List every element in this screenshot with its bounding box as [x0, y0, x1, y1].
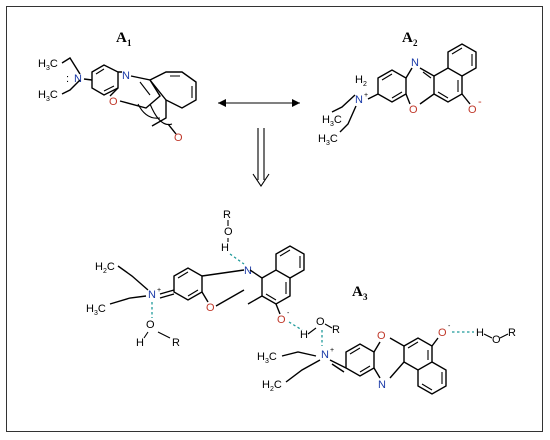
- a3-r-top: R: [223, 209, 231, 221]
- equilibrium-arrow: [218, 99, 300, 107]
- a3-r-bridge: R: [332, 324, 340, 336]
- figure-frame: [6, 6, 543, 432]
- a3-o-top: O: [224, 226, 233, 238]
- a3-r-right: R: [508, 327, 516, 339]
- a1-carbonyl-o: O: [174, 132, 183, 144]
- a3-h2c-lower: H2C: [262, 379, 282, 393]
- a2-phenolate-o: O: [468, 104, 477, 116]
- structure-a1: A 1 H3C H3C : N N O O: [38, 30, 197, 144]
- a3-n-charge-upper: +: [157, 287, 161, 294]
- a3-h-left: H: [136, 337, 144, 349]
- a2-n-charge: +: [364, 92, 368, 99]
- a2-ring-o: O: [409, 104, 418, 116]
- a3-h-right: H: [476, 327, 484, 339]
- a2-h3c-top: H3C: [322, 114, 342, 128]
- label-a3: A: [352, 284, 363, 300]
- a1-lone-pair: :: [66, 73, 69, 85]
- a1-ring-o: O: [109, 96, 118, 108]
- a1-amine-n: N: [74, 73, 82, 85]
- a3-ring-o-lower: O: [377, 330, 386, 342]
- label-a1-sub: 1: [127, 38, 132, 48]
- a3-h-top: H: [221, 242, 229, 254]
- a3-phenolate-o-upper: O: [277, 314, 286, 326]
- a3-o-charge-lower: -: [448, 323, 451, 330]
- a3-ring-n-upper: N: [244, 265, 252, 277]
- a3-phenolate-o-lower: O: [438, 327, 447, 339]
- a3-ring-o-upper: O: [206, 302, 215, 314]
- a1-h3c-top: H3C: [38, 58, 58, 72]
- structure-a3: A 3 R O H N H2C H3C N + O H R O O: [86, 209, 516, 395]
- a3-h3c-lower: H3C: [257, 351, 277, 365]
- a3-r-left: R: [172, 337, 180, 349]
- a3-o-charge-upper: -: [287, 310, 290, 317]
- structure-a2: A 2 H2 N + H3C H3C N O O -: [318, 30, 482, 147]
- a1-h3c-bottom: H3C: [38, 89, 58, 103]
- a2-ring-n: N: [411, 57, 419, 69]
- a1-ring-n: N: [122, 70, 130, 82]
- a3-ring-n-lower: N: [378, 379, 386, 391]
- a3-h-bridge: H: [300, 329, 308, 341]
- a2-h3c-bottom: H3C: [318, 133, 338, 147]
- a2-h2-label: H2: [355, 74, 367, 88]
- a3-o-bridge: O: [316, 316, 325, 328]
- a3-n-charge-lower: +: [330, 347, 334, 354]
- a3-amine-n-lower: N: [321, 349, 329, 361]
- a3-h2c-upper: H2C: [95, 261, 115, 275]
- down-arrow: [252, 128, 270, 187]
- label-a2-sub: 2: [413, 38, 418, 48]
- label-a1: A: [116, 30, 127, 46]
- a2-amine-n: N: [355, 94, 363, 106]
- label-a2: A: [402, 30, 413, 46]
- a3-h3c-upper: H3C: [86, 303, 106, 317]
- a2-o-charge: -: [478, 96, 482, 108]
- a3-amine-n-upper: N: [148, 289, 156, 301]
- label-a3-sub: 3: [363, 292, 368, 302]
- a3-o-left: O: [146, 319, 155, 331]
- a3-o-right: O: [492, 334, 501, 346]
